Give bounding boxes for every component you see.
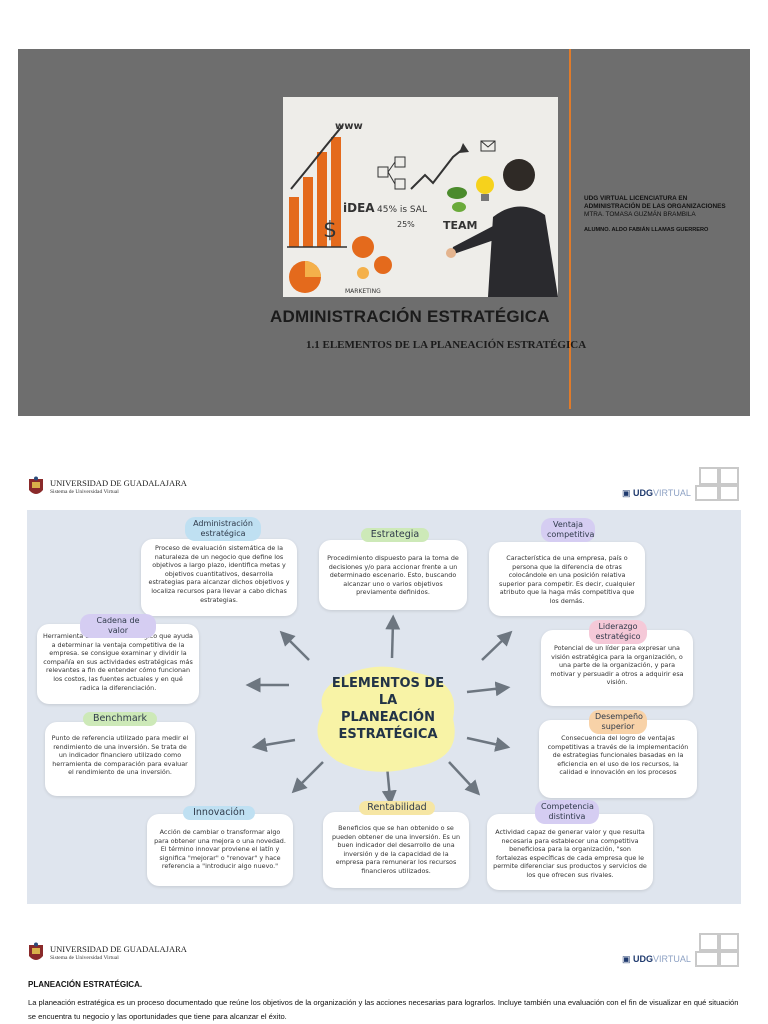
university-seal-icon — [29, 476, 43, 494]
node-innovacion-label: Innovación — [183, 806, 255, 820]
section-paragraph: La planeación estratégica es un proceso … — [28, 998, 739, 1021]
cover-photo: www iDEA 45% is SAL 25% MARKETING $ — [283, 97, 558, 297]
node-desempeno-label: Desempeño superior — [589, 710, 647, 734]
svg-text:MARKETING: MARKETING — [345, 288, 381, 295]
teacher-name: MTRA. TOMASA GUZMÁN BRAMBILA — [584, 211, 696, 218]
university-system: Sistema de Universidad Virtual — [50, 489, 119, 495]
university-name: UNIVERSIDAD DE GUADALAJARA — [50, 944, 187, 954]
node-liderazgo-label: Liderazgo estratégico — [589, 620, 647, 644]
node-ventaja-text: Característica de una empresa, país o pe… — [489, 542, 645, 616]
cover-title: ADMINISTRACIÓN ESTRATÉGICA — [270, 307, 550, 326]
cover-info: UDG VIRTUAL LICENCIATURA EN ADMINISTRACI… — [584, 195, 744, 234]
node-competencia-label: Competencia distintiva — [535, 800, 599, 824]
orange-divider — [569, 49, 571, 409]
cover-slide: www iDEA 45% is SAL 25% MARKETING $ — [18, 49, 750, 416]
node-competencia-text: Actividad capaz de generar valor y que r… — [487, 814, 653, 890]
node-benchmark-label: Benchmark — [83, 712, 157, 726]
decorative-squares-icon — [695, 467, 739, 501]
node-ventaja-label: Ventaja competitiva — [541, 518, 595, 542]
svg-text:25%: 25% — [397, 220, 415, 229]
svg-text:45% is SAL: 45% is SAL — [377, 205, 427, 215]
node-innovacion-text: Acción de cambiar o transformar algo par… — [147, 814, 293, 886]
section-title: PLANEACIÓN ESTRATÉGICA. — [28, 980, 143, 989]
udg-header-page3: UNIVERSIDAD DE GUADALAJARA Sistema de Un… — [28, 933, 740, 972]
node-estrategia-label: Estrategia — [361, 528, 429, 542]
udg-virtual-logo: ▣ UDGVIRTUAL — [622, 488, 691, 498]
udg-virtual-logo: ▣ UDGVIRTUAL — [622, 954, 691, 964]
node-rentabilidad-label: Rentabilidad — [359, 801, 435, 815]
university-system: Sistema de Universidad Virtual — [50, 955, 119, 961]
svg-text:iDEA: iDEA — [343, 201, 375, 215]
svg-text:TEAM: TEAM — [443, 219, 477, 232]
decorative-squares-icon — [695, 933, 739, 967]
node-benchmark-text: Punto de referencia utilizado para medir… — [45, 722, 195, 796]
cover-subtitle: 1.1 ELEMENTOS DE LA PLANEACIÓN ESTRATÉGI… — [306, 339, 587, 351]
svg-text:www: www — [335, 121, 363, 132]
center-blob — [317, 666, 455, 772]
center-title: ELEMENTOS DE LA PLANEACIÓN ESTRATÉGICA — [331, 676, 445, 742]
node-rentabilidad-text: Beneficios que se han obtenido o se pued… — [323, 812, 469, 888]
business-strategy-illustration: www iDEA 45% is SAL 25% MARKETING $ — [283, 97, 558, 297]
university-seal-icon — [29, 942, 43, 960]
mind-map: ELEMENTOS DE LA PLANEACIÓN ESTRATÉGICA P… — [27, 510, 741, 904]
svg-text:$: $ — [323, 218, 337, 243]
university-name: UNIVERSIDAD DE GUADALAJARA — [50, 478, 187, 488]
institution-name: UDG VIRTUAL LICENCIATURA EN ADMINISTRACI… — [584, 195, 726, 210]
node-administracion-text: Proceso de evaluación sistemática de la … — [141, 539, 297, 616]
udg-header: UNIVERSIDAD DE GUADALAJARA Sistema de Un… — [28, 467, 740, 506]
student-name: ALUMNO. ALDO FABIÁN LLAMAS GUERRERO — [584, 227, 709, 233]
node-estrategia-text: Procedimiento dispuesto para la toma de … — [319, 540, 467, 610]
node-cadena-label: Cadena de valor — [80, 614, 156, 638]
node-administracion-label: Administración estratégica — [185, 517, 261, 541]
